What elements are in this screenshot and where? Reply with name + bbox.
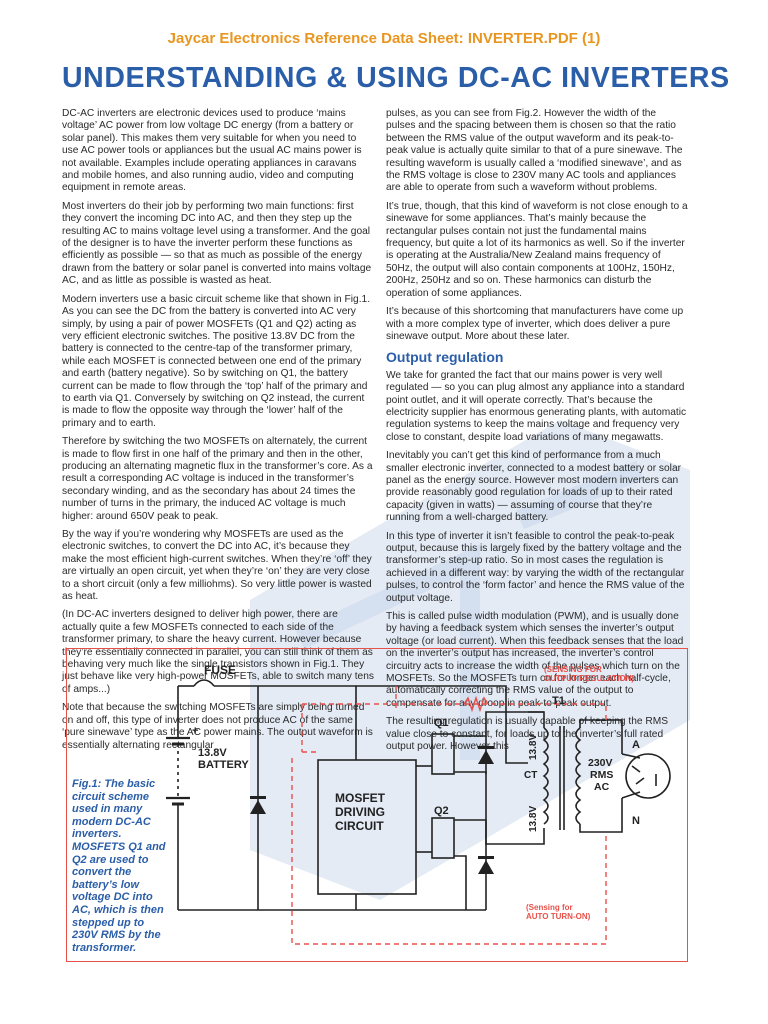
outlet-wire <box>621 753 641 799</box>
paragraph: Most inverters do their job by performin… <box>62 200 372 287</box>
q1-diode-bar <box>478 746 494 749</box>
protection-diode-bar <box>250 796 266 799</box>
center-tap-wire <box>356 685 528 764</box>
driver-label-3: CIRCUIT <box>335 819 384 833</box>
q2-body <box>431 817 455 859</box>
driver-label-1: MOSFET <box>335 791 386 805</box>
paragraph: It’s because of this shortcoming that ma… <box>386 306 684 342</box>
ct-label: CT <box>524 770 537 781</box>
paragraph: DC-AC inverters are electronic devices u… <box>62 108 362 194</box>
fuse-label: FUSE <box>204 663 236 677</box>
outlet-circle <box>625 753 671 799</box>
transformer-core <box>559 726 565 830</box>
secondary-ac: AC <box>594 781 610 793</box>
paragraph: We take for granted the fact that our ma… <box>386 369 687 443</box>
battery-voltage-label: 13.8V <box>198 747 227 759</box>
sensing-resistor <box>463 695 489 713</box>
primary-bottom <box>485 820 545 845</box>
q1-diode <box>478 750 494 764</box>
primary-top-voltage: 13.8V <box>528 734 539 760</box>
paragraph: This is called pulse width modulation (P… <box>386 611 684 709</box>
secondary-voltage: 230V <box>588 757 613 769</box>
battery-plus-label: + <box>192 725 198 737</box>
protection-diode <box>250 800 266 814</box>
secondary-out <box>579 719 623 754</box>
driver-label-2: DRIVING <box>335 805 385 819</box>
top-rail-wire <box>214 685 357 692</box>
figure-caption: Fig.1: The basic circuit scheme used in … <box>72 778 166 954</box>
driver-sensing-path <box>291 751 607 945</box>
paragraph: It’s true, though, that this kind of wav… <box>386 200 688 299</box>
data-sheet-header: Jaycar Electronics Reference Data Sheet:… <box>167 30 601 47</box>
primary-top <box>528 711 545 728</box>
q1-drain <box>454 711 544 737</box>
active-label: A <box>632 739 640 751</box>
q1-source <box>454 771 487 910</box>
battery-label: BATTERY <box>198 759 249 771</box>
section-heading: Output regulation <box>386 349 504 366</box>
secondary-rms: RMS <box>590 769 613 781</box>
circuit-diagram: FUSE + 13.8V BATTERY MOSFET DRIVING CIRC… <box>166 663 671 945</box>
paragraph: The resulting regulation is usually capa… <box>386 716 669 753</box>
primary-coil <box>542 727 549 825</box>
paragraph: By the way if you’re wondering why MOSFE… <box>62 529 372 603</box>
auto-sensing-label-2: AUTO TURN-ON) <box>526 912 591 921</box>
fuse-symbol <box>193 679 215 687</box>
secondary-return <box>579 798 623 833</box>
paragraph: Inevitably you can’t get this kind of pe… <box>386 450 682 524</box>
output-sensing-path <box>301 686 607 752</box>
right-column: pulses, as you can see from Fig.2. Howev… <box>386 108 688 760</box>
left-column: DC-AC inverters are electronic devices u… <box>62 108 374 758</box>
mosfet-driver-box <box>317 759 417 895</box>
paragraph: In this type of inverter it isn’t feasib… <box>386 530 685 604</box>
paragraph: Therefore by switching the two MOSFETs o… <box>62 436 373 522</box>
output-sensing-label-1: (SENSING FOR <box>544 665 602 674</box>
paragraph: Note that because the switching MOSFETs … <box>62 702 373 751</box>
figure-frame <box>66 648 688 962</box>
paragraph: pulses, as you can see from Fig.2. Howev… <box>386 108 683 194</box>
outlet-pin <box>631 765 657 786</box>
t1-label: T1 <box>552 695 565 707</box>
q2-diode-bar <box>478 856 494 859</box>
q1-label: Q1 <box>434 717 449 729</box>
neutral-label: N <box>632 815 640 827</box>
q1-body <box>431 733 455 775</box>
primary-bottom-voltage: 13.8V <box>528 806 539 832</box>
secondary-coil <box>575 727 582 825</box>
output-sensing-label-2: OUTPUT REGULATION) <box>544 674 634 683</box>
q2-source <box>454 855 467 910</box>
page-title: UNDERSTANDING & USING DC-AC INVERTERS <box>62 62 730 94</box>
paragraph: (In DC-AC inverters designed to deliver … <box>62 609 374 695</box>
q2-label: Q2 <box>434 805 449 817</box>
paragraph: Modern inverters use a basic circuit sch… <box>62 293 371 429</box>
auto-sensing-label-1: (Sensing for <box>526 903 573 912</box>
q2-diode <box>478 860 494 874</box>
